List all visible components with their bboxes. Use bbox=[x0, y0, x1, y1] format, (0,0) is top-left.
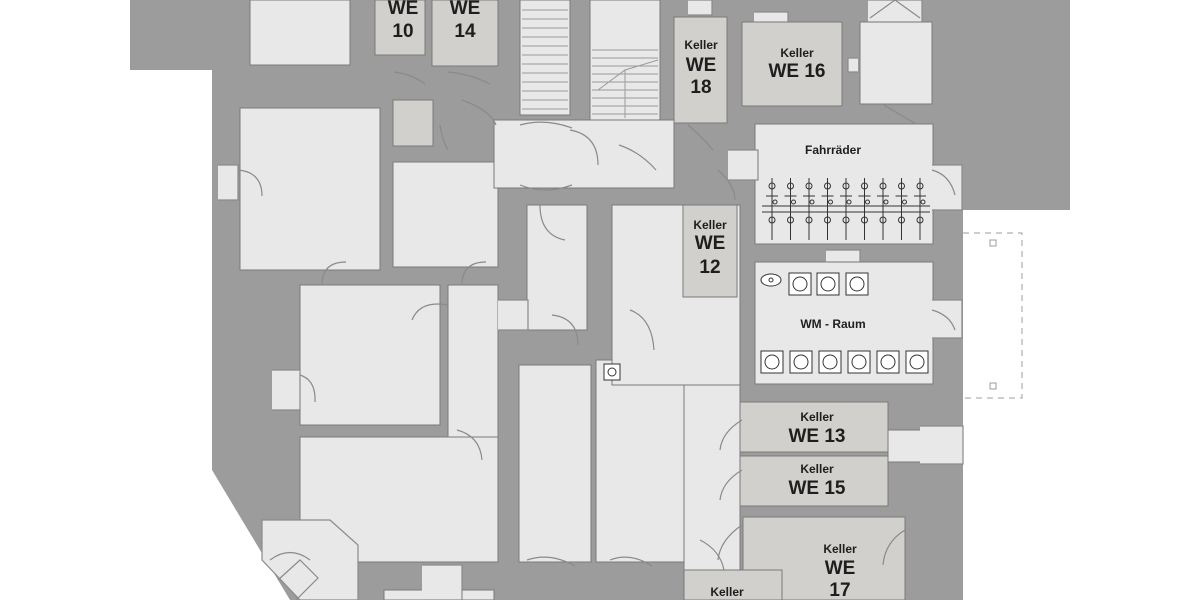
room-keller-we12 bbox=[682, 204, 738, 298]
bicycle-wheel bbox=[916, 182, 924, 190]
door-swing-icon bbox=[218, 0, 964, 600]
bicycle-wheel bbox=[861, 182, 868, 190]
room-north-storage bbox=[249, 0, 351, 66]
room-keller-bottom bbox=[683, 569, 783, 600]
room-keller-we16 bbox=[741, 21, 843, 107]
room-we10-lower bbox=[392, 99, 434, 147]
room-west-3 bbox=[299, 284, 441, 426]
bicycle-wheel bbox=[805, 182, 813, 190]
room-wm bbox=[754, 261, 934, 385]
bicycle-wheel bbox=[879, 182, 887, 190]
terrace-outline bbox=[963, 232, 1023, 399]
label-we16-keller: Keller bbox=[780, 46, 814, 60]
room-keller-we10 bbox=[374, 0, 426, 56]
label-we18-keller: Keller bbox=[684, 38, 718, 52]
room-keller-we18 bbox=[673, 16, 728, 124]
label-keller-bottom: Keller bbox=[710, 585, 744, 599]
hallway-center bbox=[526, 204, 588, 331]
chimney-icon bbox=[603, 363, 621, 381]
washing-machine bbox=[816, 272, 840, 296]
stair-west bbox=[519, 0, 571, 116]
label-we13-title: WE 13 bbox=[788, 426, 845, 447]
label-we10-title: WE bbox=[388, 0, 419, 19]
label-we13-keller: Keller bbox=[800, 410, 834, 424]
label-we18-number: 18 bbox=[690, 77, 711, 98]
washing-machine bbox=[845, 272, 869, 296]
room-labels: WE 10 WE 14 Keller WE 18 Keller WE 16 Fa… bbox=[388, 0, 866, 600]
bicycle-icon bbox=[762, 178, 930, 240]
room-west-2 bbox=[392, 161, 499, 268]
hallway-north bbox=[493, 119, 675, 189]
bicycle-wheel bbox=[768, 182, 776, 190]
label-we17-title: WE bbox=[825, 558, 856, 579]
washing-machine bbox=[789, 350, 813, 374]
washing-machine-icon bbox=[760, 272, 929, 374]
label-we17-keller: Keller bbox=[823, 542, 857, 556]
room-keller-we13 bbox=[739, 401, 889, 453]
washing-machine bbox=[760, 350, 784, 374]
label-we12-number: 12 bbox=[699, 257, 720, 278]
label-we18-title: WE bbox=[686, 55, 717, 76]
bicycle-wheel bbox=[842, 182, 850, 190]
bicycle-wheel bbox=[787, 182, 794, 190]
room-north-east bbox=[859, 21, 933, 105]
washing-machine bbox=[818, 350, 842, 374]
label-we12-keller: Keller bbox=[693, 218, 727, 232]
bicycle-wheel bbox=[824, 182, 831, 190]
room-keller-we14 bbox=[431, 0, 499, 67]
washing-machine bbox=[847, 350, 871, 374]
washing-machine bbox=[788, 272, 812, 296]
rooms-cellar bbox=[374, 0, 906, 600]
room-center-south bbox=[518, 364, 592, 563]
outer-bg-left bbox=[212, 70, 270, 600]
room-keller-we15 bbox=[739, 455, 889, 507]
bicycle-wheel bbox=[898, 182, 905, 190]
washing-machine bbox=[905, 350, 929, 374]
staircase-icon bbox=[522, 9, 659, 118]
label-we14-number: 14 bbox=[454, 21, 476, 42]
corridor-east bbox=[683, 384, 741, 600]
sink-icon bbox=[760, 273, 782, 287]
label-we15-title: WE 15 bbox=[788, 478, 845, 499]
label-we12-title: WE bbox=[695, 233, 726, 254]
room-center-long bbox=[595, 359, 685, 563]
label-fahrraeder: Fahrräder bbox=[805, 143, 861, 157]
label-we16-title: WE 16 bbox=[768, 61, 825, 82]
label-wm-raum: WM - Raum bbox=[800, 317, 865, 331]
label-we14-title: WE bbox=[450, 0, 481, 19]
label-we15-keller: Keller bbox=[800, 462, 834, 476]
label-we17-number: 17 bbox=[829, 580, 850, 600]
room-west-1 bbox=[239, 107, 381, 271]
washing-machine bbox=[876, 350, 900, 374]
label-we10-number: 10 bbox=[392, 21, 413, 42]
